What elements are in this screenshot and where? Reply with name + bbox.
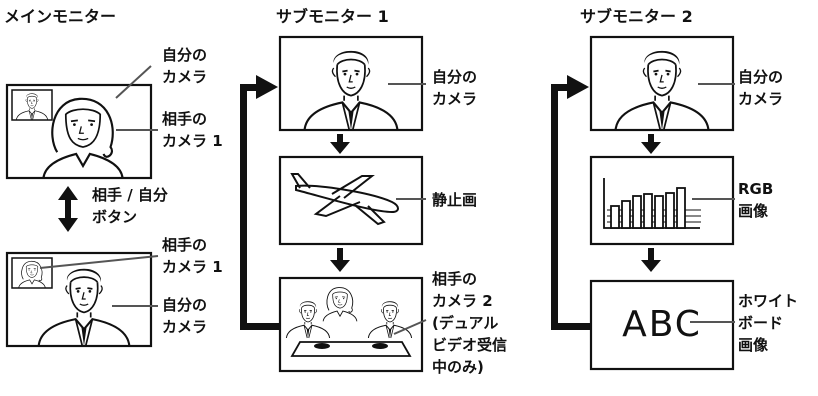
main-other-camera-bottom-line2: カメラ 1 (162, 258, 223, 276)
sub1-other-camera2-line5: 中のみ) (432, 358, 484, 376)
whiteboard-text: ABC (622, 304, 702, 345)
sub2-whiteboard-line3: 画像 (738, 336, 769, 354)
toggle-button-label-line1: 相手 / 自分 (92, 186, 168, 204)
main-self-camera-top-line2: カメラ (162, 68, 208, 86)
airplane-icon (290, 173, 399, 226)
loop-arrow-icon (551, 75, 591, 330)
main-self-camera-bottom-line2: カメラ (162, 318, 208, 336)
sub2-whiteboard-line2: ボード (738, 314, 784, 332)
main-monitor-title: メインモニター (4, 7, 117, 26)
main-monitor-bottom-screen (5, 251, 153, 348)
pip-other-camera-bottom (11, 257, 53, 289)
sub1-self-camera-line2: カメラ (432, 90, 478, 108)
sub-monitor-1-title: サブモニター 1 (276, 7, 389, 26)
sub2-whiteboard-line1: ホワイト (738, 292, 799, 310)
main-monitor-top-screen (5, 83, 153, 180)
main-self-camera-bottom-line1: 自分の (162, 296, 208, 314)
down-arrow-icon (330, 134, 350, 154)
down-arrow-icon (330, 248, 350, 272)
leader-sub1-other2 (393, 319, 427, 335)
main-other-camera-top-line2: カメラ 1 (162, 132, 223, 150)
down-arrow-icon (641, 248, 661, 272)
sub2-rgb-screen (589, 155, 735, 246)
sub1-self-camera-line1: 自分の (432, 68, 478, 86)
sub1-other-camera2-line2: カメラ 2 (432, 292, 493, 310)
sub1-still-image-label: 静止画 (432, 191, 478, 209)
sub2-rgb-label-line2: 画像 (738, 202, 769, 220)
main-self-camera-top-line1: 自分の (162, 46, 208, 64)
sub1-other-camera2-line1: 相手の (432, 270, 478, 288)
loop-arrow-icon (240, 75, 280, 330)
sub2-self-camera-line2: カメラ (738, 90, 784, 108)
up-down-arrow-icon (58, 186, 78, 232)
down-arrow-icon (641, 134, 661, 154)
pip-self-camera-top (11, 89, 53, 121)
bar-graph-icon (603, 178, 701, 229)
sub2-self-camera-line1: 自分の (738, 68, 784, 86)
main-other-camera-bottom-line1: 相手の (162, 236, 208, 254)
sub1-other-camera2-screen (278, 276, 424, 373)
sub1-still-image-screen (278, 155, 424, 246)
sub1-other-camera2-line4: ビデオ受信 (432, 336, 508, 354)
leader-main-other-bottom (39, 255, 159, 269)
sub1-other-camera2-line3: (デュアル (432, 314, 499, 332)
main-other-camera-top-line1: 相手の (162, 110, 208, 128)
toggle-button-label-line2: ボタン (92, 208, 138, 226)
sub2-rgb-label-line1: RGB (738, 180, 774, 198)
sub-monitor-2-title: サブモニター 2 (580, 7, 693, 26)
sub2-whiteboard-screen: ABC (589, 279, 735, 371)
leader-main-self-top (115, 65, 152, 99)
